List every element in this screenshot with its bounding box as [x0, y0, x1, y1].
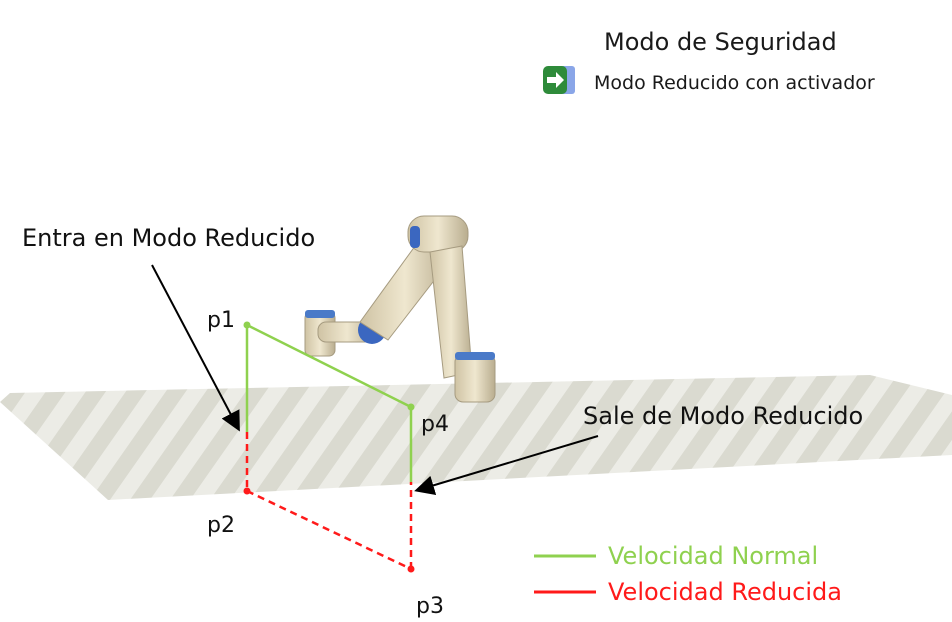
point-p1-marker — [243, 321, 251, 329]
robot-arm — [304, 215, 496, 403]
safety-mode-status: Modo Reducido con activador — [594, 72, 875, 94]
legend-normal-label: Velocidad Normal — [608, 542, 819, 570]
exit-reduced-label: Sale de Modo Reducido — [583, 402, 864, 430]
safety-mode-title: Modo de Seguridad — [604, 28, 837, 56]
path-normal-p1-p4 — [246, 323, 412, 409]
enter-arrow-icon — [543, 66, 575, 94]
exit-arrow — [414, 435, 599, 495]
enter-reduced-label: Entra en Modo Reducido — [22, 224, 316, 252]
floor-plane — [0, 375, 952, 500]
path-reduced-p2-p3 — [246, 489, 412, 571]
point-p4-marker — [407, 403, 415, 411]
point-p4-label: p4 — [421, 412, 449, 437]
point-p3-label: p3 — [416, 594, 444, 619]
legend-reduced-label: Velocidad Reducida — [608, 578, 842, 606]
point-p1-label: p1 — [207, 308, 235, 333]
enter-arrow — [151, 264, 240, 432]
point-p3-marker — [407, 565, 415, 573]
point-p2-label: p2 — [207, 513, 235, 538]
robot-path — [243, 321, 415, 573]
point-p2-marker — [243, 487, 251, 495]
